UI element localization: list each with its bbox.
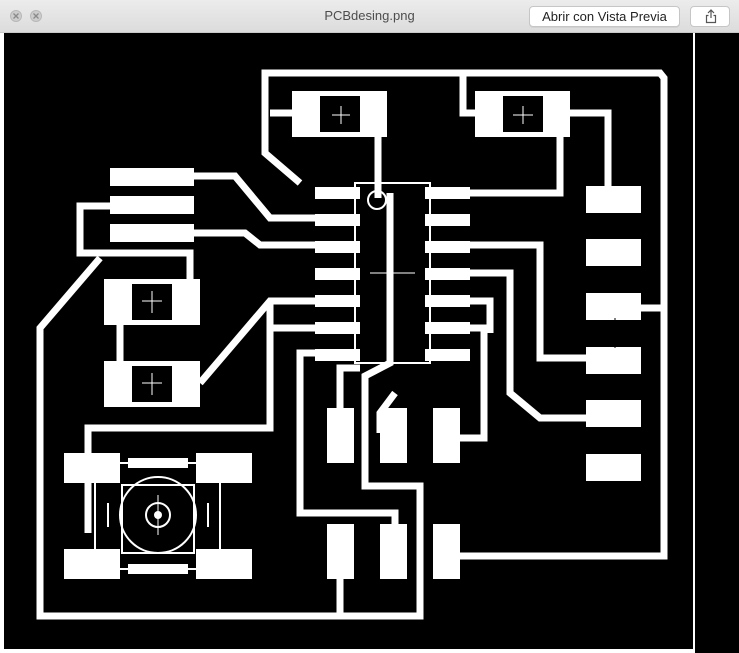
push-button-footprint — [64, 453, 252, 579]
share-icon — [705, 9, 717, 24]
middle-pads — [327, 408, 460, 579]
ic-package — [315, 182, 470, 364]
title-bar[interactable]: PCBdesing.png Abrir con Vista Previa — [0, 0, 739, 33]
minimize-icon[interactable] — [30, 10, 42, 22]
close-icon[interactable] — [10, 10, 22, 22]
right-pads — [586, 186, 641, 481]
share-button[interactable] — [690, 6, 730, 27]
pcb-traces — [36, 69, 668, 620]
header-connector — [110, 168, 194, 242]
open-with-preview-button[interactable]: Abrir con Vista Previa — [529, 6, 680, 27]
pcb-design-image — [0, 33, 739, 653]
image-canvas — [0, 33, 739, 653]
smd-resistors — [104, 91, 570, 407]
